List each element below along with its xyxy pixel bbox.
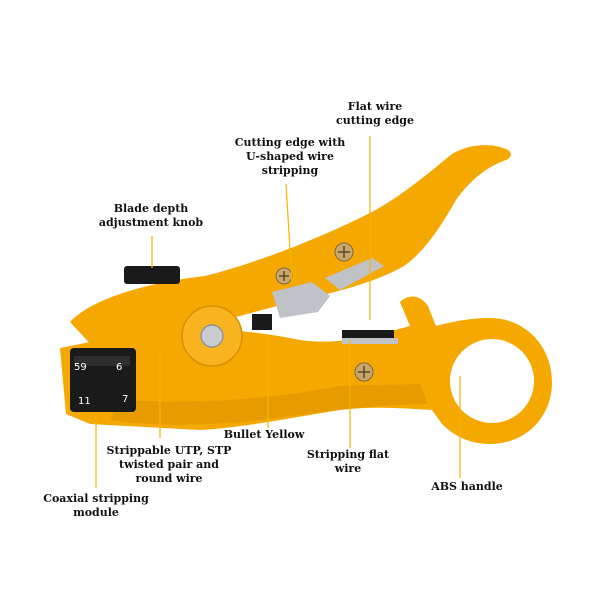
label-bullet-yellow: Bullet Yellow <box>223 428 305 441</box>
leader-cutting-edge <box>285 183 293 283</box>
body-shadow <box>110 384 428 425</box>
handle-ring-hole <box>450 339 534 423</box>
lower-screw <box>354 362 374 382</box>
pivot-rivet <box>200 324 224 348</box>
blade-depth-knob <box>124 266 180 284</box>
label-stripping-flat-wire: Stripping flat wire <box>306 448 390 475</box>
label-blade-depth-knob: Blade depth adjustment knob <box>98 202 204 229</box>
label-flat-wire-cutting-edge: Flat wire cutting edge <box>336 100 414 127</box>
stripping-flat-plate <box>342 330 394 338</box>
label-coaxial-module: Coaxial stripping module <box>43 492 149 519</box>
label-cutting-edge-u-shaped: Cutting edge with U-shaped wire strippin… <box>234 136 346 177</box>
die-number-59: 59 <box>74 362 87 373</box>
die-number-11: 11 <box>78 396 91 407</box>
upper-screw <box>334 242 354 262</box>
die-number-6: 6 <box>116 362 122 373</box>
label-strippable-utp: Strippable UTP, STP twisted pair and rou… <box>106 444 232 485</box>
coaxial-die: 59 6 11 7 <box>70 348 136 412</box>
blade-screw <box>275 267 293 285</box>
flat-wire-blade <box>325 258 384 290</box>
label-abs-handle: ABS handle <box>431 480 503 493</box>
upper-lever <box>70 145 511 350</box>
black-jaw-insert <box>252 314 272 330</box>
cutting-blade <box>272 282 330 318</box>
die-number-7: 7 <box>122 394 128 405</box>
stripping-flat-steel <box>342 338 398 344</box>
